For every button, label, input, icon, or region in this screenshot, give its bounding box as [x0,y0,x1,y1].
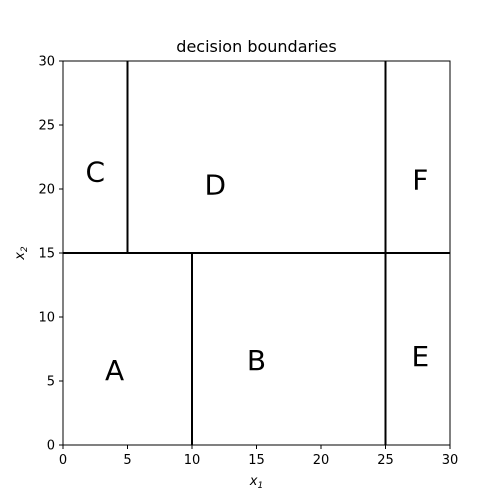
y-tick-label: 30 [38,55,55,70]
y-tick-label: 25 [38,119,55,134]
region-label-a: A [105,354,124,387]
region-label-f: F [412,163,428,196]
x-tick-label: 15 [248,453,265,468]
x-tick-label: 5 [123,453,131,468]
y-axis-ticks: 0 5 10 15 20 25 30 [38,55,63,454]
x-axis-label: x1 [249,474,263,491]
region-labels: A B C D E F [85,156,429,387]
x-tick-label: 10 [184,453,201,468]
region-label-e: E [411,340,429,373]
x-axis-ticks: 0 5 10 15 20 25 30 [59,445,458,468]
y-tick-label: 10 [38,311,55,326]
region-label-c: C [85,156,105,189]
y-tick-label: 20 [38,183,55,198]
y-tick-label: 5 [47,375,55,390]
x-tick-label: 20 [313,453,330,468]
x-tick-label: 30 [442,453,459,468]
boundary-lines [63,61,450,445]
region-label-d: D [204,168,226,201]
region-label-b: B [247,344,266,377]
y-axis-label: x2 [13,246,30,261]
chart-title: decision boundaries [176,37,336,56]
y-tick-label: 0 [47,439,55,454]
y-tick-label: 15 [38,247,55,262]
x-tick-label: 25 [377,453,394,468]
x-tick-label: 0 [59,453,67,468]
